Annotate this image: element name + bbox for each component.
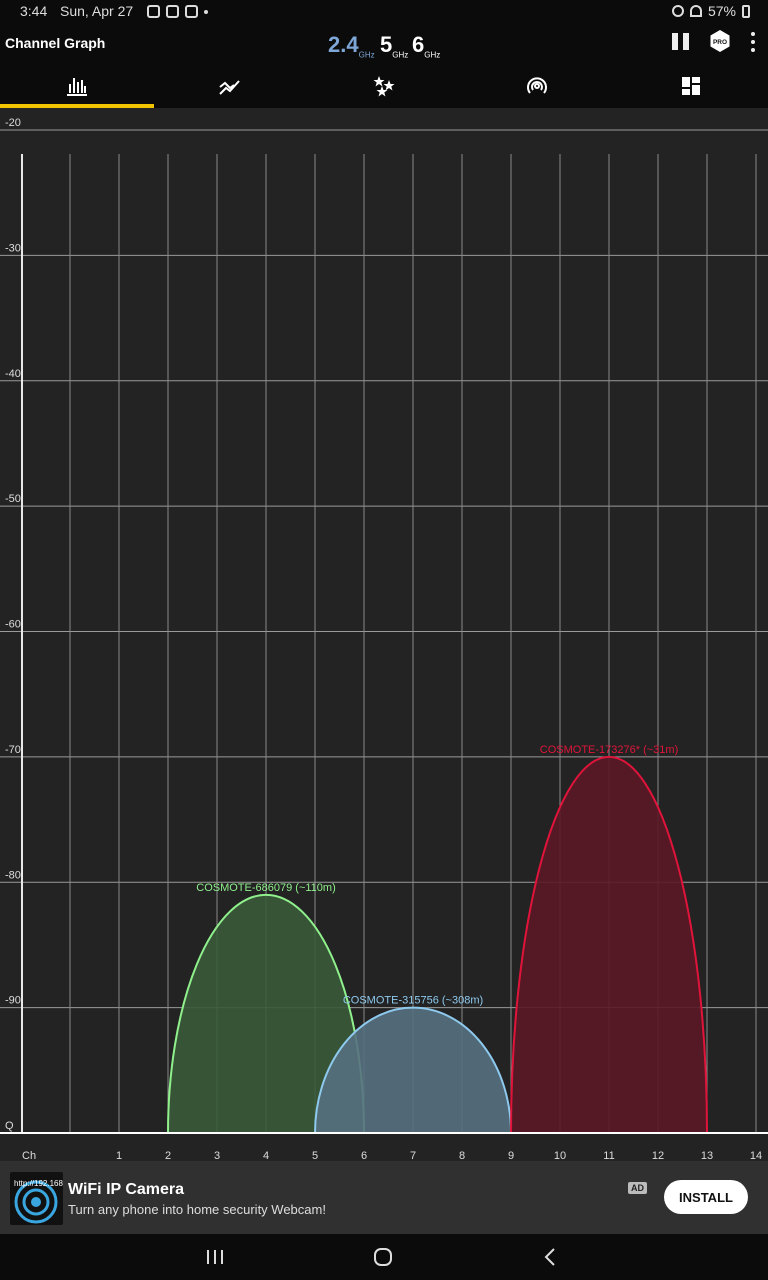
tab-bar — [0, 64, 768, 108]
ad-badge: AD — [628, 1182, 647, 1194]
ad-subtitle: Turn any phone into home security Webcam… — [68, 1202, 326, 1217]
tab-access-points[interactable] — [460, 64, 613, 108]
install-button[interactable]: INSTALL — [664, 1180, 748, 1214]
tab-channel-graph[interactable] — [0, 64, 153, 108]
y-tick-label: -40 — [5, 368, 21, 380]
selected-tab-indicator — [0, 104, 154, 108]
tab-time-graph[interactable] — [153, 64, 306, 108]
notification-icons — [147, 5, 208, 18]
dot — [751, 32, 755, 36]
band-value: 2.4 — [328, 32, 359, 57]
instagram-notification-icon — [185, 5, 198, 18]
x-tick-label: 9 — [508, 1150, 514, 1161]
battery-icon — [742, 4, 750, 18]
x-tick-label: 1 — [116, 1150, 122, 1161]
tab-channel-rating[interactable] — [307, 64, 460, 108]
dot — [751, 40, 755, 44]
x-tick-label: 11 — [603, 1150, 614, 1161]
band-unit: GHz — [392, 50, 409, 60]
x-tick-label: 3 — [214, 1150, 220, 1161]
tab-vendors[interactable] — [614, 64, 767, 108]
y-tick-label: -70 — [5, 744, 21, 756]
x-tick-label: 10 — [554, 1150, 566, 1161]
y-tick-label: -80 — [5, 869, 21, 881]
y-tick-label: -20 — [5, 117, 21, 129]
back-button[interactable] — [540, 1246, 562, 1268]
gallery-notification-icon — [147, 5, 160, 18]
time-graph-icon — [218, 80, 240, 95]
vendors-icon — [681, 77, 700, 95]
y-tick-label: -50 — [5, 493, 21, 505]
ad-banner[interactable]: http://192.168 WiFi IP Camera Turn any p… — [0, 1161, 768, 1234]
wifi-icon — [689, 5, 702, 17]
x-tick-label: 6 — [361, 1150, 367, 1161]
home-button[interactable] — [372, 1246, 394, 1268]
channel-graph-icon — [66, 78, 87, 96]
network-label: COSMOTE-315756 (~308m) — [343, 995, 483, 1007]
wifi-camera-app-icon: http://192.168 — [10, 1172, 63, 1225]
band-value: 6 — [412, 32, 425, 57]
page-title: Channel Graph — [5, 35, 106, 51]
network-curve — [509, 755, 709, 1134]
band-5-ghz-button[interactable]: 5GHz — [380, 32, 408, 59]
pause-icon — [683, 33, 689, 50]
x-axis-label: Ch — [22, 1150, 36, 1161]
pro-badge-icon: PRO — [710, 30, 730, 52]
status-bar: 3:44 Sun, Apr 27 57% — [0, 0, 768, 24]
network-curve — [166, 893, 366, 1134]
dot — [751, 48, 755, 52]
status-date: Sun, Apr 27 — [60, 3, 134, 19]
band-6-ghz-button[interactable]: 6GHz — [412, 32, 440, 59]
status-time: 3:44 — [20, 3, 48, 19]
y-tick-label: -90 — [5, 995, 21, 1007]
alarm-icon — [671, 5, 684, 17]
pause-button[interactable] — [672, 33, 690, 50]
x-tick-label: 8 — [459, 1150, 465, 1161]
network-label: COSMOTE-173276* (~31m) — [540, 744, 678, 756]
channel-graph-svg: -20 -30 -40 -50 -60 -70 -80 -90Q COSMOTE-686079 … — [0, 117, 768, 1162]
x-tick-label: 4 — [263, 1150, 269, 1161]
pause-icon — [672, 33, 678, 50]
ad-title[interactable]: WiFi IP Camera — [68, 1181, 185, 1198]
navigation-bar — [0, 1234, 768, 1280]
network-label: COSMOTE-686079 (~110m) — [196, 882, 336, 894]
recent-apps-button[interactable] — [204, 1246, 226, 1268]
y-tick-label: Q — [5, 1120, 14, 1132]
band-2-4-ghz-button[interactable]: 2.4GHz — [328, 32, 375, 59]
x-tick-label: 5 — [312, 1150, 318, 1161]
x-tick-label: 14 — [750, 1150, 762, 1161]
band-value: 5 — [380, 32, 393, 57]
y-tick-label: -30 — [5, 242, 21, 254]
band-unit: GHz — [358, 50, 375, 60]
app-bar: Channel Graph 2.4GHz 5GHz 6GHz PRO — [0, 24, 768, 64]
battery-percentage: 57% — [707, 3, 736, 19]
x-tick-label: 2 — [165, 1150, 171, 1161]
ad-icon-text: http://192.168 — [14, 1179, 63, 1188]
x-tick-label: 12 — [652, 1150, 664, 1161]
access-points-icon — [526, 77, 547, 94]
x-tick-label: 13 — [701, 1150, 713, 1161]
network-curve — [313, 1006, 513, 1134]
x-tick-label: 7 — [410, 1150, 416, 1161]
pro-button[interactable]: PRO — [710, 30, 730, 52]
pro-label: PRO — [713, 39, 727, 46]
instagram-notification-icon — [166, 5, 179, 18]
channel-rating-icon — [373, 76, 394, 97]
band-unit: GHz — [424, 50, 441, 60]
more-notifications-icon — [204, 10, 208, 14]
overflow-menu-button[interactable] — [748, 32, 758, 52]
y-tick-label: -60 — [5, 619, 21, 631]
